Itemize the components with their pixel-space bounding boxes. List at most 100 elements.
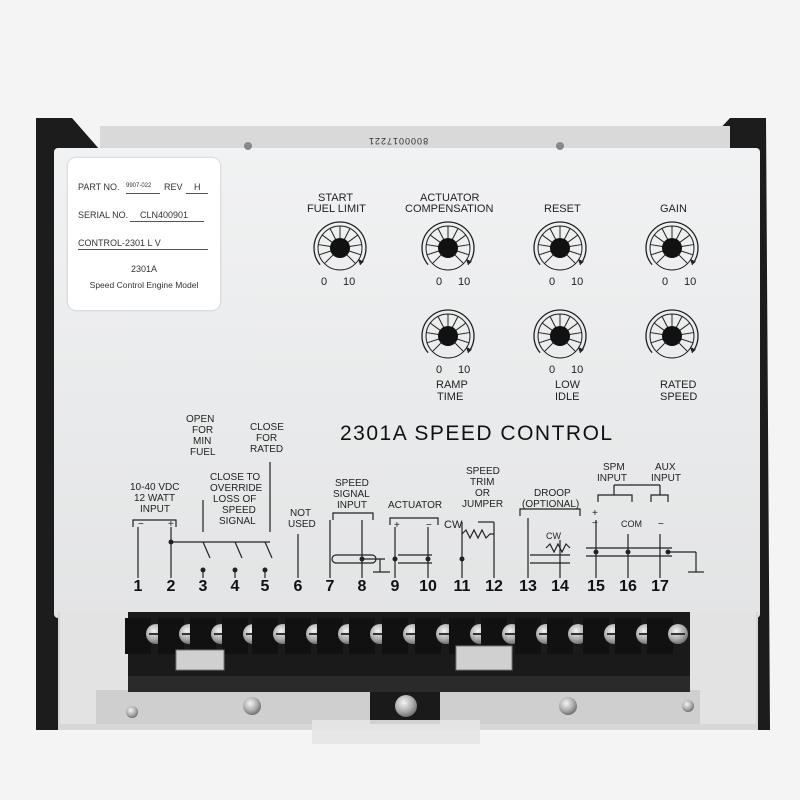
terminal-number-7: 7 — [325, 578, 335, 595]
speed-signal-label-2: SIGNAL — [333, 489, 370, 500]
minus-sign-1: − — [138, 519, 144, 530]
spm-label-1: SPM — [603, 462, 625, 473]
dial-rated-speed[interactable] — [645, 309, 699, 359]
dial-actuator-compensation[interactable] — [421, 221, 475, 271]
override-label-2: OVERRIDE — [210, 483, 263, 494]
plus-sign-2: + — [394, 520, 400, 531]
override-label-3: LOSS OF — [213, 494, 257, 505]
trim-label-3: OR — [475, 488, 490, 499]
pot-label-actcomp-1: ACTUATOR — [420, 192, 480, 204]
model-name: 2301A — [130, 264, 158, 274]
open-label-4: FUEL — [190, 447, 216, 458]
droop-label-2: (OPTIONAL) — [522, 499, 580, 510]
pot-min-reset: 0 — [549, 276, 556, 288]
override-label-4: SPEED — [222, 505, 256, 516]
override-label-1: CLOSE TO — [210, 472, 261, 483]
power-label-1: 10-40 VDC — [130, 482, 180, 493]
pot-label-ramp-1: RAMP — [436, 379, 468, 391]
pot-max-start: 10 — [343, 276, 356, 288]
speed-signal-label-1: SPEED — [335, 478, 369, 489]
terminal-screw-17[interactable] — [647, 618, 688, 654]
pot-max-reset: 10 — [571, 276, 584, 288]
pot-max-gain: 10 — [684, 276, 697, 288]
dial-low-idle[interactable] — [533, 309, 587, 359]
pot-max-ramp: 10 — [458, 364, 471, 376]
rev-label: REV — [164, 182, 183, 192]
pot-min-gain: 0 — [662, 276, 669, 288]
pot-label-start-2: FUEL LIMIT — [307, 203, 366, 215]
serial-value: CLN400901 — [140, 210, 189, 220]
pot-label-rated-1: RATED — [660, 379, 697, 391]
terminal-number-5: 5 — [260, 578, 270, 595]
plus-sign-1: + — [168, 519, 174, 530]
part-no-label: PART NO. — [78, 182, 120, 192]
serial-label: SERIAL NO. — [78, 210, 129, 220]
pot-label-actcomp-2: COMPENSATION — [405, 203, 494, 215]
terminal-number-4: 4 — [230, 578, 240, 595]
pot-label-rated-2: SPEED — [660, 391, 698, 403]
pot-min-start: 0 — [321, 276, 328, 288]
not-used-label-2: USED — [288, 519, 316, 530]
trim-label-1: SPEED — [466, 466, 500, 477]
dial-reset[interactable] — [533, 221, 587, 271]
terminal-number-6: 6 — [293, 578, 303, 595]
dial-ramp-time[interactable] — [421, 309, 475, 359]
terminal-number-17: 17 — [651, 578, 669, 595]
terminal-number-8: 8 — [357, 578, 367, 595]
nameplate-label: PART NO. 9907-022 REV H SERIAL NO. CLN40… — [68, 158, 220, 310]
cw-label-trim: CW — [444, 519, 463, 531]
open-label-1: OPEN — [186, 414, 215, 425]
spm-label-2: INPUT — [597, 473, 627, 484]
terminal-number-14: 14 — [551, 578, 569, 595]
droop-label-1: DROOP — [534, 488, 571, 499]
terminal-number-3: 3 — [198, 578, 208, 595]
aux-label-2: INPUT — [651, 473, 681, 484]
open-label-3: MIN — [193, 436, 212, 447]
panel-title: 2301A SPEED CONTROL — [340, 422, 614, 445]
terminal-screw-5[interactable] — [252, 618, 293, 654]
minus-sign-2: − — [426, 520, 432, 531]
plus-sign-3: + — [592, 508, 598, 519]
part-no-value: 9907-022 — [126, 183, 152, 189]
pot-label-ramp-2: TIME — [437, 391, 464, 403]
terminal-number-13: 13 — [519, 578, 537, 595]
pot-label-lowidle-2: IDLE — [555, 391, 580, 403]
rev-value: H — [194, 182, 201, 192]
pot-max-actcomp: 10 — [458, 276, 471, 288]
cw-label-droop: CW — [546, 531, 561, 541]
minus-sign-3: − — [592, 518, 598, 529]
front-panel — [54, 148, 760, 618]
pot-label-lowidle-1: LOW — [555, 379, 581, 391]
override-label-5: SIGNAL — [219, 516, 256, 527]
terminal-number-11: 11 — [453, 578, 471, 595]
close-rated-label-2: FOR — [256, 433, 278, 444]
pot-label-gain: GAIN — [660, 203, 687, 215]
open-label-2: FOR — [192, 425, 214, 436]
dial-start-fuel-limit[interactable] — [313, 221, 367, 271]
terminal-number-12: 12 — [485, 578, 503, 595]
terminal-number-15: 15 — [587, 578, 605, 595]
terminal-number-2: 2 — [166, 578, 176, 595]
dial-gain[interactable] — [645, 221, 699, 271]
pot-min-actcomp: 0 — [436, 276, 443, 288]
power-label-2: 12 WATT — [134, 493, 176, 504]
terminal-number-16: 16 — [619, 578, 637, 595]
model-description: Speed Control Engine Model — [89, 280, 199, 290]
minus-sign-aux: − — [658, 519, 664, 530]
aux-label-1: AUX — [655, 462, 676, 473]
control-model: CONTROL-2301 L V — [78, 238, 161, 248]
pot-label-reset: RESET — [544, 203, 581, 215]
pot-min-lowidle: 0 — [549, 364, 556, 376]
com-label: COM — [621, 519, 642, 529]
actuator-label: ACTUATOR — [388, 500, 443, 511]
pot-min-ramp: 0 — [436, 364, 443, 376]
terminal-number-9: 9 — [390, 578, 400, 595]
trim-label-4: JUMPER — [462, 499, 504, 510]
power-label-3: INPUT — [140, 504, 170, 515]
speed-signal-label-3: INPUT — [337, 500, 367, 511]
terminal-number-10: 10 — [419, 578, 437, 595]
